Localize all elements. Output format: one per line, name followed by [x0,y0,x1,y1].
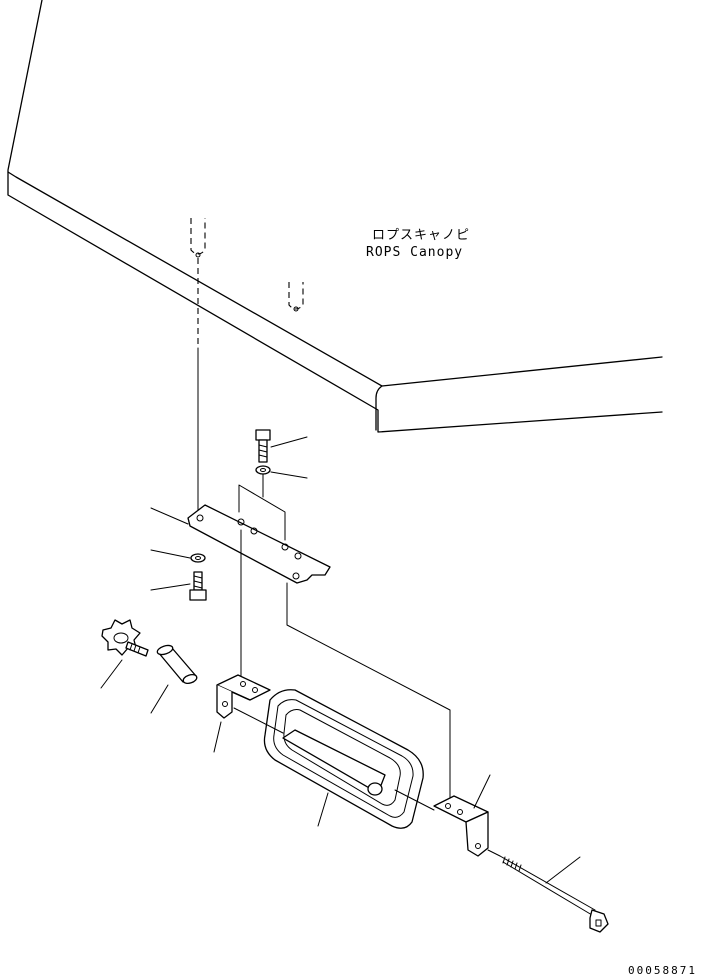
canopy-label: ロプスキャノピ ROPS Canopy [366,228,470,260]
star-knob [100,619,149,689]
canopy-label-en: ROPS Canopy [366,245,463,260]
left-bracket [213,674,271,753]
spacer-collar [150,644,198,714]
right-bracket [394,774,491,857]
rops-canopy-roof [7,0,663,433]
canopy-mount-socket-left [190,218,206,513]
upper-bolt [255,429,308,463]
mounting-plate [150,484,331,584]
canopy-mount-socket-right [288,282,304,312]
upper-washer [255,465,308,498]
drawing-code: 00058871 [628,964,697,977]
lower-bolt [150,571,207,601]
canopy-label-jp: ロプスキャノピ [372,228,470,243]
lower-washer [150,549,206,563]
grab-handle [233,689,424,829]
guide-line-right [286,582,451,801]
threaded-rod [487,849,609,933]
